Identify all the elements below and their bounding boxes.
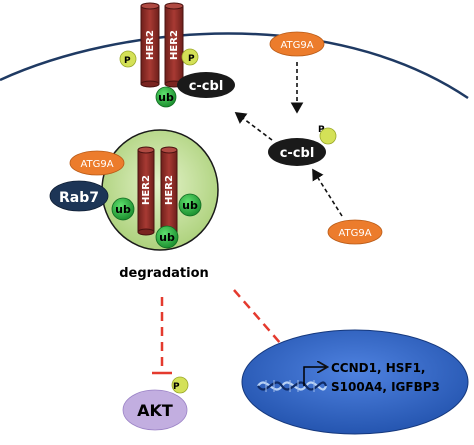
target-genes-line2: S100A4, IGFBP3: [331, 380, 440, 394]
arrow-cbl-to-membrane: [234, 112, 273, 141]
cytoplasmic-cbl: c-cbl P: [268, 125, 337, 166]
atg9a-endosome: ATG9A: [69, 150, 125, 176]
cbl-protein: [268, 138, 326, 166]
endosome: HER2 HER2 ub ub ub: [101, 129, 219, 251]
membrane-her2-complex: HER2 HER2 P P ub c-cbl: [119, 2, 235, 108]
atg9a-top: ATG9A: [269, 31, 325, 57]
inhibit-akt: [152, 297, 172, 375]
ubiquitin-label: ub: [182, 199, 198, 212]
target-genes-line1: CCND1, HSF1,: [331, 361, 426, 375]
ubiquitin-label: ub: [115, 203, 131, 216]
atg9a-label: ATG9A: [280, 40, 313, 51]
her2-receptor-1: HER2: [140, 2, 160, 88]
atg9a-bottom: ATG9A: [327, 219, 383, 245]
phospho-marker: [319, 127, 337, 145]
phospho-marker: [181, 48, 199, 66]
phospho-label: P: [318, 125, 325, 135]
cbl-label: c-cbl: [280, 146, 315, 161]
ubiquitin-marker: [111, 197, 135, 221]
rab7: Rab7: [49, 180, 109, 212]
atg9a-label: ATG9A: [338, 228, 371, 239]
transcription-arrow: [303, 367, 326, 386]
degradation-label: degradation: [119, 266, 209, 281]
phospho-marker: [171, 376, 189, 394]
rab7-label: Rab7: [59, 190, 99, 206]
cbl-label: c-cbl: [189, 79, 224, 94]
ubiquitin-marker: [178, 193, 202, 217]
nucleus: CCND1, HSF1, S100A4, IGFBP3: [241, 329, 469, 435]
arrow-atg9a-bottom-to-cbl: [312, 168, 343, 217]
phospho-marker: [119, 50, 137, 68]
her2-label: HER2: [169, 30, 180, 60]
ubiquitin-label: ub: [159, 231, 175, 244]
her2-label: HER2: [164, 175, 175, 205]
phospho-label: P: [173, 382, 180, 392]
her2-label: HER2: [141, 175, 152, 205]
akt: AKT P: [122, 376, 189, 431]
ubiquitin-label: ub: [158, 91, 174, 104]
dna-helix: [257, 380, 328, 392]
her2-receptor-2: HER2: [164, 2, 184, 88]
ubiquitin-marker: [155, 86, 177, 108]
phospho-label: P: [124, 56, 131, 66]
ubiquitin-marker: [155, 225, 179, 249]
atg9a-label: ATG9A: [80, 159, 113, 170]
plasma-membrane: [0, 32, 469, 100]
her2-label: HER2: [145, 30, 156, 60]
akt-label: AKT: [137, 401, 173, 420]
phospho-label: P: [188, 54, 195, 64]
cbl-protein: [177, 72, 235, 98]
